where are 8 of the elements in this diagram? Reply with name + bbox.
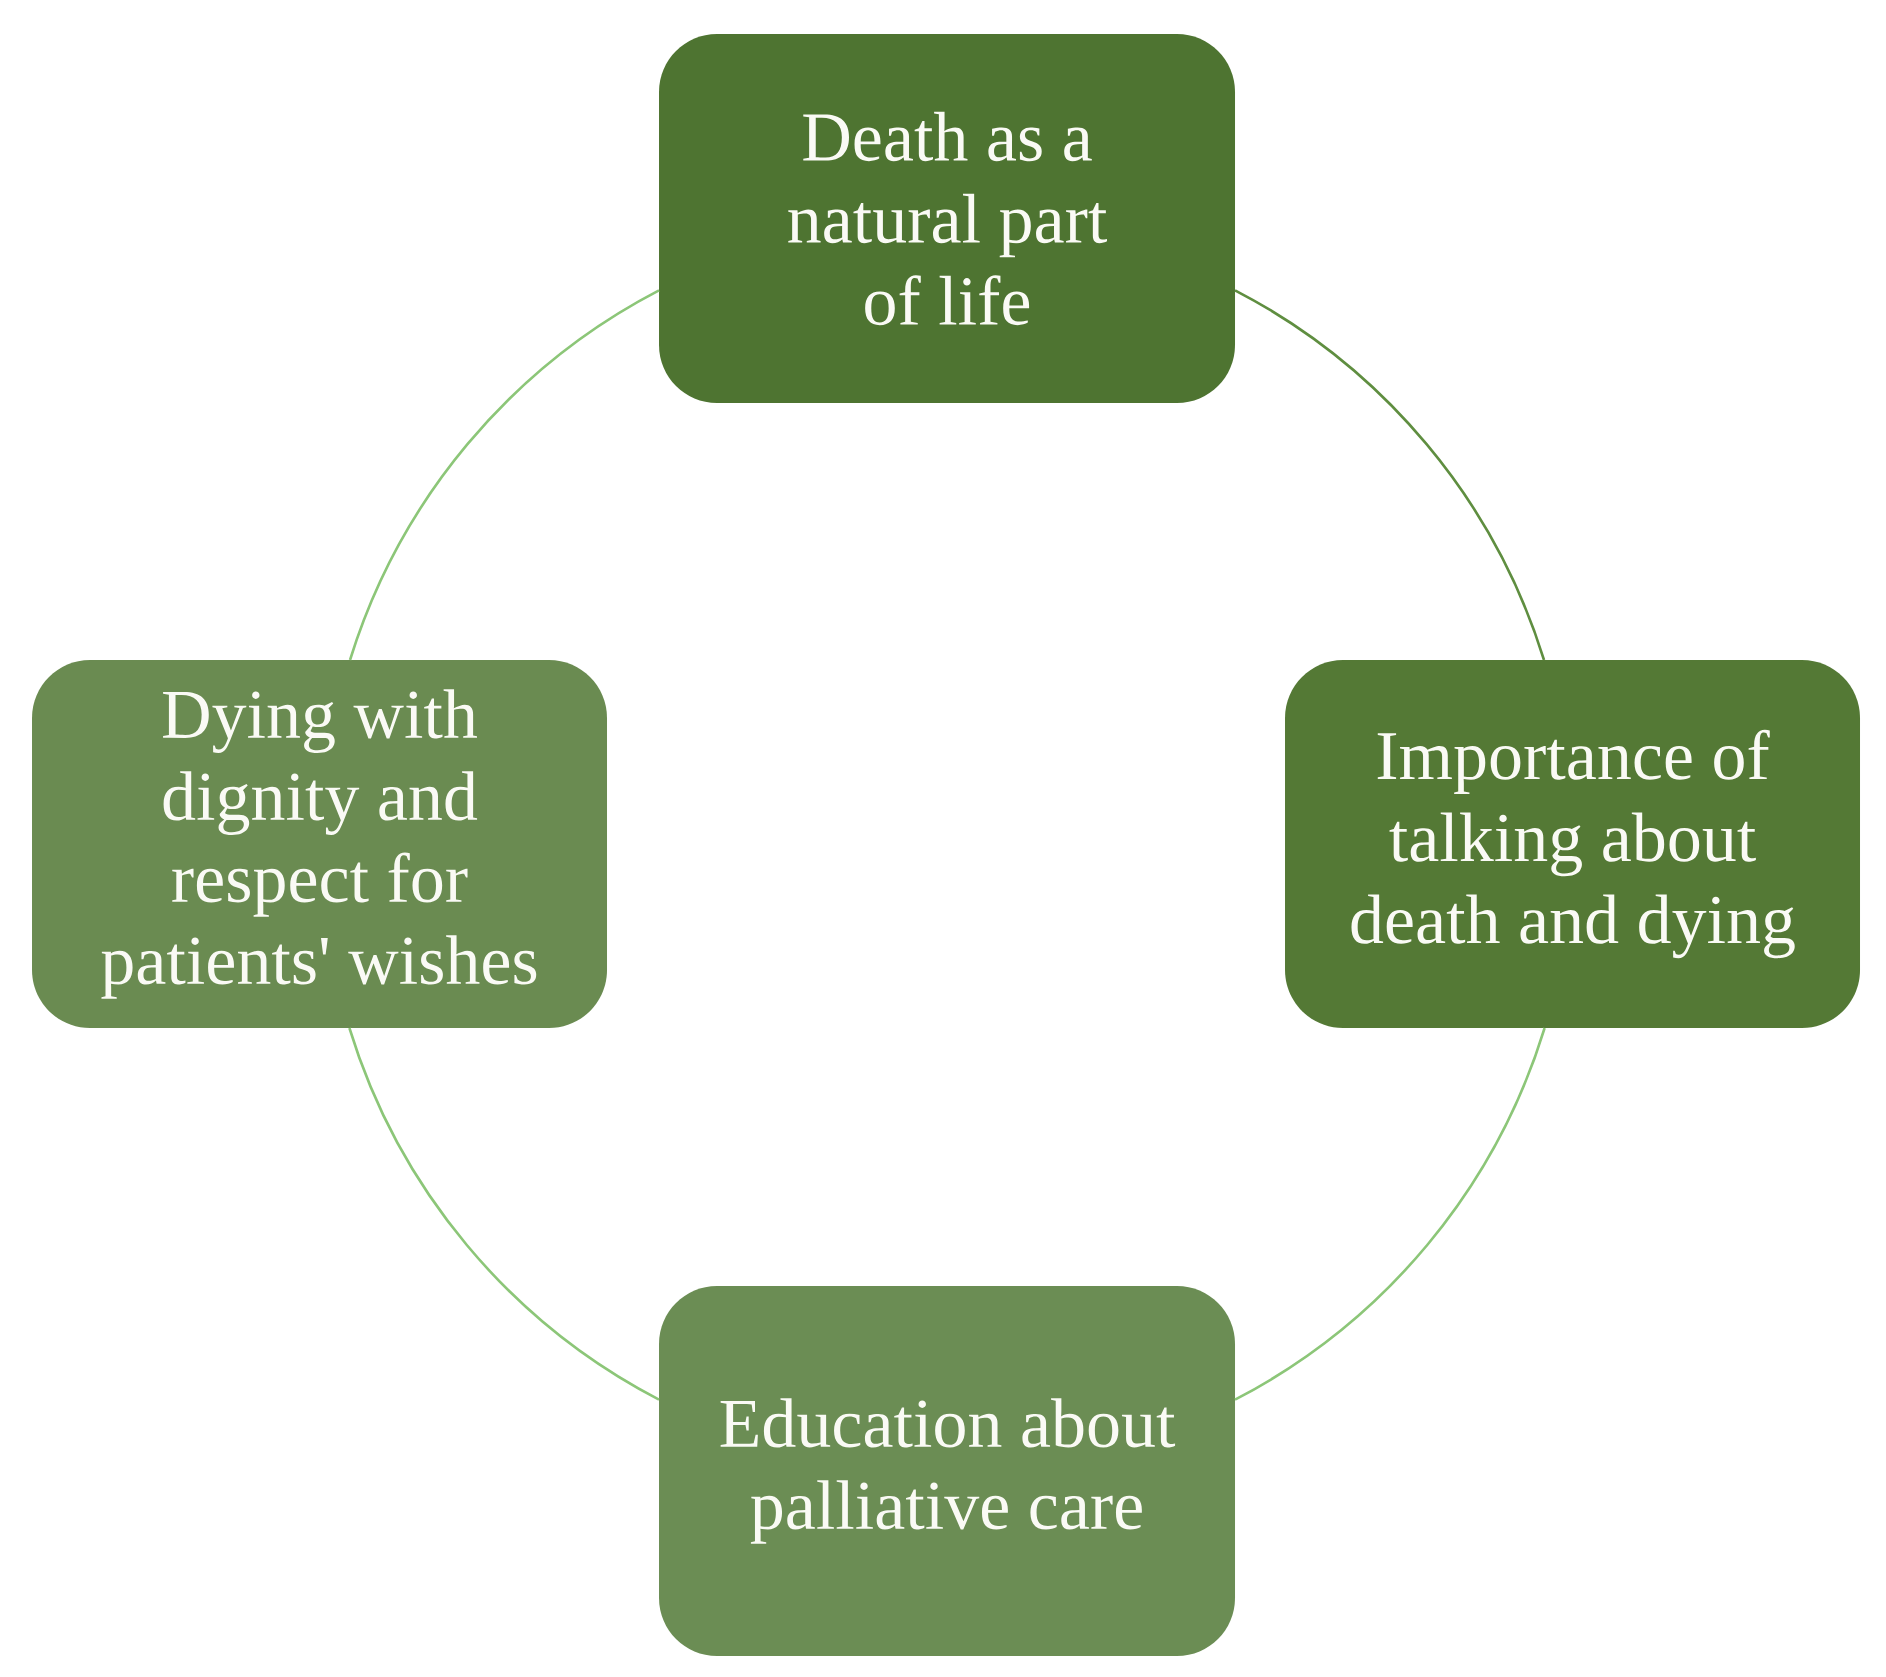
connector-arc	[348, 1027, 660, 1401]
topic-box: Dying with dignity and respect for patients' wishes	[32, 660, 607, 1028]
connector-arc	[1234, 289, 1546, 661]
topic-box: Importance of talking about death and dying	[1285, 660, 1860, 1028]
topic-box: Education about palliative care	[659, 1286, 1235, 1656]
connector-arc	[1234, 1027, 1546, 1401]
topic-box: Death as a natural part of life	[659, 34, 1235, 403]
connector-arc	[348, 289, 660, 661]
